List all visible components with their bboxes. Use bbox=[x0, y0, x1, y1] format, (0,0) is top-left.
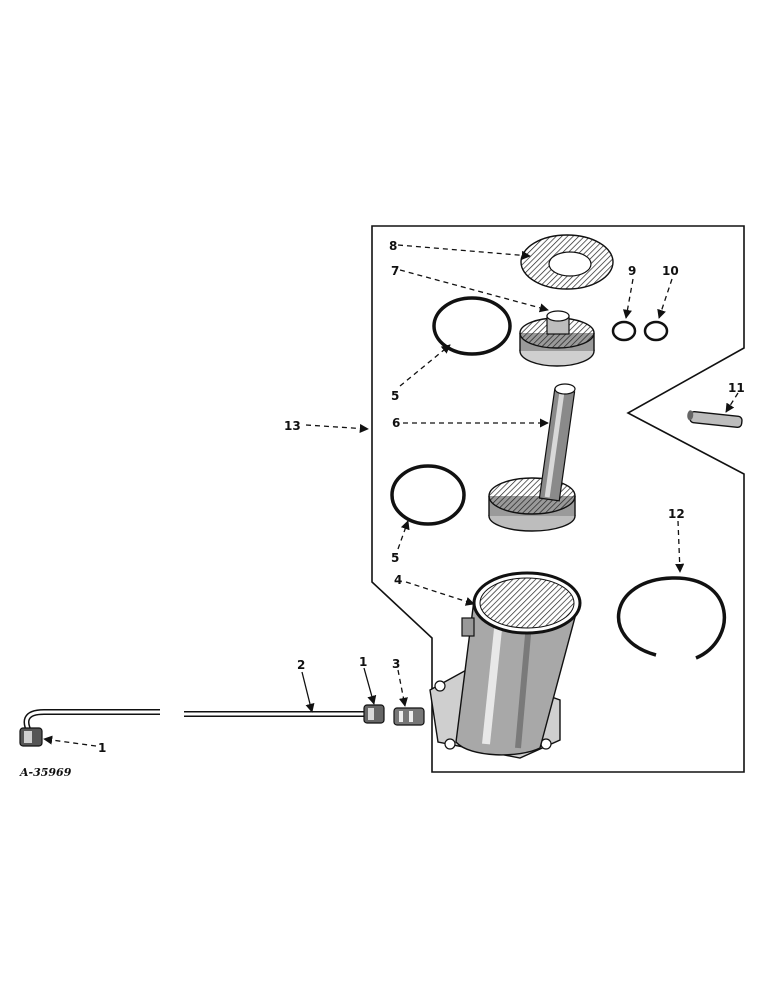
leader-4 bbox=[405, 581, 475, 606]
callout-1-left: 1 bbox=[98, 741, 106, 755]
callout-5-lower: 5 bbox=[391, 551, 399, 565]
elbow-fitting-part-1-left bbox=[19, 727, 43, 747]
piston-head-part-7 bbox=[519, 310, 595, 367]
leader-5-upper bbox=[399, 344, 451, 387]
callout-4: 4 bbox=[394, 573, 402, 587]
callout-8: 8 bbox=[389, 239, 397, 253]
small-ring-part-9 bbox=[611, 320, 637, 342]
callout-7: 7 bbox=[391, 264, 399, 278]
figure-id: A-35969 bbox=[19, 766, 72, 779]
leader-1-left bbox=[43, 735, 97, 747]
assembly-panel-outline bbox=[371, 225, 745, 773]
leader-7 bbox=[399, 269, 549, 313]
callout-9: 9 bbox=[628, 264, 636, 278]
leader-3 bbox=[397, 669, 408, 707]
leader-1-right bbox=[363, 667, 377, 705]
pin-part-11 bbox=[687, 410, 743, 428]
callout-10: 10 bbox=[662, 264, 679, 278]
leader-11 bbox=[725, 392, 739, 413]
piston-rod-part-6 bbox=[488, 383, 576, 532]
callout-5-upper: 5 bbox=[391, 389, 399, 403]
leader-10 bbox=[657, 278, 673, 319]
leader-5-lower bbox=[397, 520, 410, 550]
callout-1-right: 1 bbox=[359, 655, 367, 669]
o-ring-lower-part-5 bbox=[390, 464, 466, 526]
washer-part-8 bbox=[520, 234, 614, 290]
callout-3: 3 bbox=[392, 657, 400, 671]
leader-9 bbox=[622, 278, 634, 319]
tube-part-2 bbox=[23, 709, 366, 735]
leader-2 bbox=[301, 671, 315, 713]
leader-12 bbox=[675, 520, 685, 573]
leader-8 bbox=[397, 244, 531, 260]
callout-13: 13 bbox=[284, 419, 301, 433]
cylinder-part-4 bbox=[429, 571, 582, 759]
callout-6: 6 bbox=[392, 416, 400, 430]
o-ring-upper-part-5 bbox=[432, 296, 512, 356]
callout-2: 2 bbox=[297, 658, 305, 672]
snap-ring-part-12 bbox=[616, 576, 727, 660]
connector-part-3 bbox=[393, 707, 425, 726]
small-ring-part-10 bbox=[643, 320, 669, 342]
callout-12: 12 bbox=[668, 507, 685, 521]
leader-13 bbox=[305, 423, 369, 434]
callout-11: 11 bbox=[728, 381, 745, 395]
nut-part-1-right bbox=[363, 704, 385, 724]
